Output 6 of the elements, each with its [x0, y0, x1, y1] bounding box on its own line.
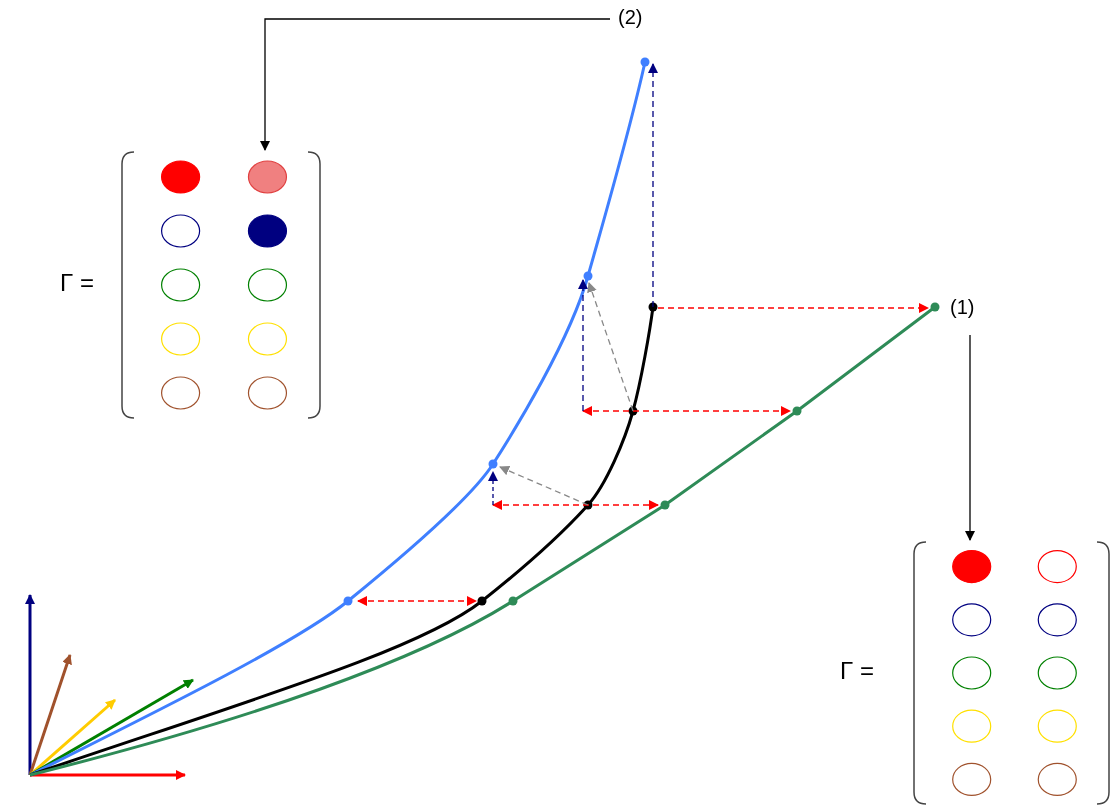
callout-number: (2) [618, 6, 643, 29]
callout-number: (1) [950, 296, 975, 319]
leader-arrow [260, 18, 611, 151]
matrix-symbol: Γ = [840, 657, 874, 685]
matrix-symbol: Γ = [60, 269, 94, 297]
leader-arrow [965, 334, 975, 541]
